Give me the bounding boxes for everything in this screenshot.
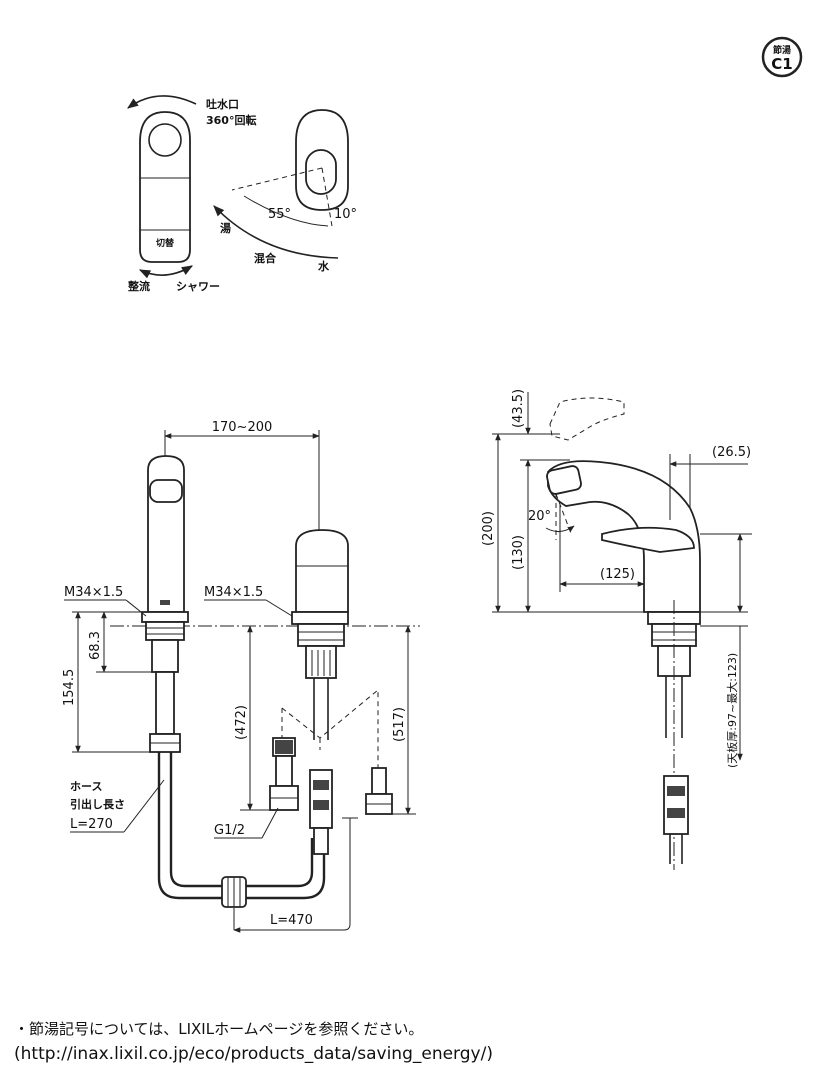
water-saving-badge: 節湯 C1	[761, 36, 803, 78]
footer-note: ・節湯記号については、LIXILホームページを参照ください。	[14, 1020, 424, 1038]
handle-angle-detail: 55° 10° 湯 混合 水	[213, 109, 357, 273]
dim-517: (517)	[392, 707, 407, 742]
badge-line1: 節湯	[772, 44, 791, 56]
dim-125: (125)	[600, 567, 635, 582]
dim-154-5: 154.5	[62, 669, 77, 706]
label-shower: シャワー	[176, 280, 220, 293]
label-water: 水	[318, 259, 330, 273]
label-hot: 湯	[220, 221, 231, 235]
thread-g12: G1/2	[214, 823, 245, 838]
front-view: 170~200	[62, 420, 420, 933]
side-view: (43.5) (200) (130) (26.5) (125) 20°	[481, 389, 752, 870]
angle-20: 20°	[528, 509, 551, 524]
footer-url[interactable]: (http://inax.lixil.co.jp/eco/products_da…	[14, 1044, 493, 1064]
hose-label-2: 引出し長さ	[70, 797, 125, 811]
angle-55: 55°	[268, 207, 291, 222]
badge-line2: C1	[771, 55, 792, 73]
label-spout: 吐水口	[206, 97, 239, 111]
dim-26-5: (26.5)	[712, 445, 751, 460]
angle-10: 10°	[334, 207, 357, 222]
counter-thickness: (天板厚:97~最大:123)	[725, 653, 739, 768]
spout-rotation-detail: 切替 吐水口 360°回転 整流 シャワー	[127, 95, 256, 293]
dim-472: (472)	[234, 705, 249, 740]
mode-switch-mark: 切替	[156, 237, 175, 249]
hose-length-470: L=470	[270, 913, 313, 928]
label-mixed: 混合	[254, 251, 277, 265]
dim-130: (130)	[511, 535, 526, 570]
dim-43-5: (43.5)	[511, 389, 526, 428]
thread-right: M34×1.5	[204, 585, 263, 600]
thread-left: M34×1.5	[64, 585, 123, 600]
dim-68-3: 68.3	[88, 631, 103, 660]
hose-length-270: L=270	[70, 817, 113, 832]
label-straight: 整流	[127, 279, 150, 293]
dim-170-200: 170~200	[212, 420, 273, 435]
hose-label-1: ホース	[70, 780, 102, 793]
dim-200: (200)	[481, 511, 496, 546]
label-spout-rotation: 360°回転	[206, 113, 256, 127]
